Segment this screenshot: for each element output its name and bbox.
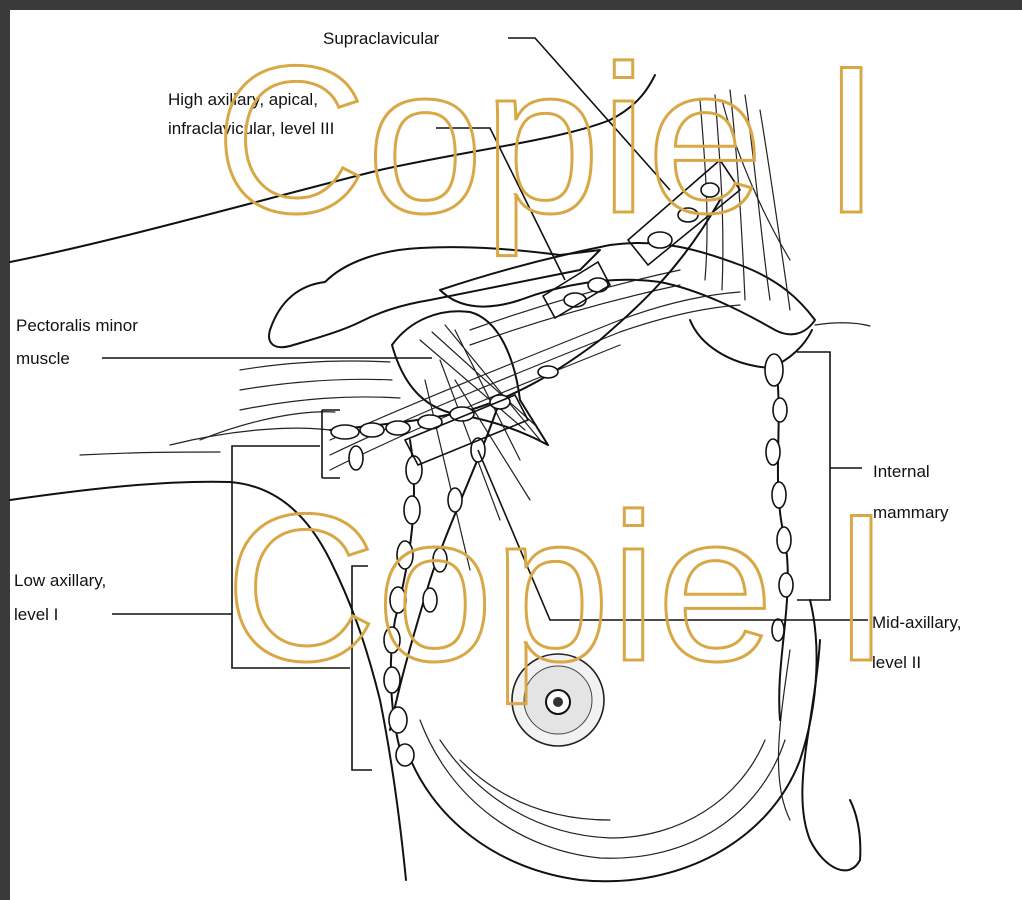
sternal-line <box>815 323 870 326</box>
level1-axillary-box <box>322 410 340 478</box>
watermark: Copie I Copie I <box>215 22 890 705</box>
label-pectoralis-line1: Pectoralis minor <box>16 316 138 335</box>
pectoralis-minor <box>392 311 548 445</box>
watermark-text-top: Copie I <box>215 22 880 257</box>
label-low-axillary-line2: level I <box>14 605 58 624</box>
sternum <box>690 320 812 368</box>
arm-line <box>200 412 335 440</box>
axillary-vessels <box>330 270 740 470</box>
arm-line <box>240 379 392 390</box>
scapula <box>269 247 600 347</box>
arm-line <box>240 361 390 370</box>
arm-line <box>80 452 220 455</box>
label-pectoralis-line2: muscle <box>16 349 70 368</box>
arm-line <box>240 397 400 410</box>
breast-contour <box>460 760 610 820</box>
arm-line <box>170 428 330 445</box>
watermark-text-bottom: Copie I <box>225 470 890 705</box>
label-low-axillary-line1: Low axillary, <box>14 571 106 590</box>
breast-contour <box>440 740 765 838</box>
